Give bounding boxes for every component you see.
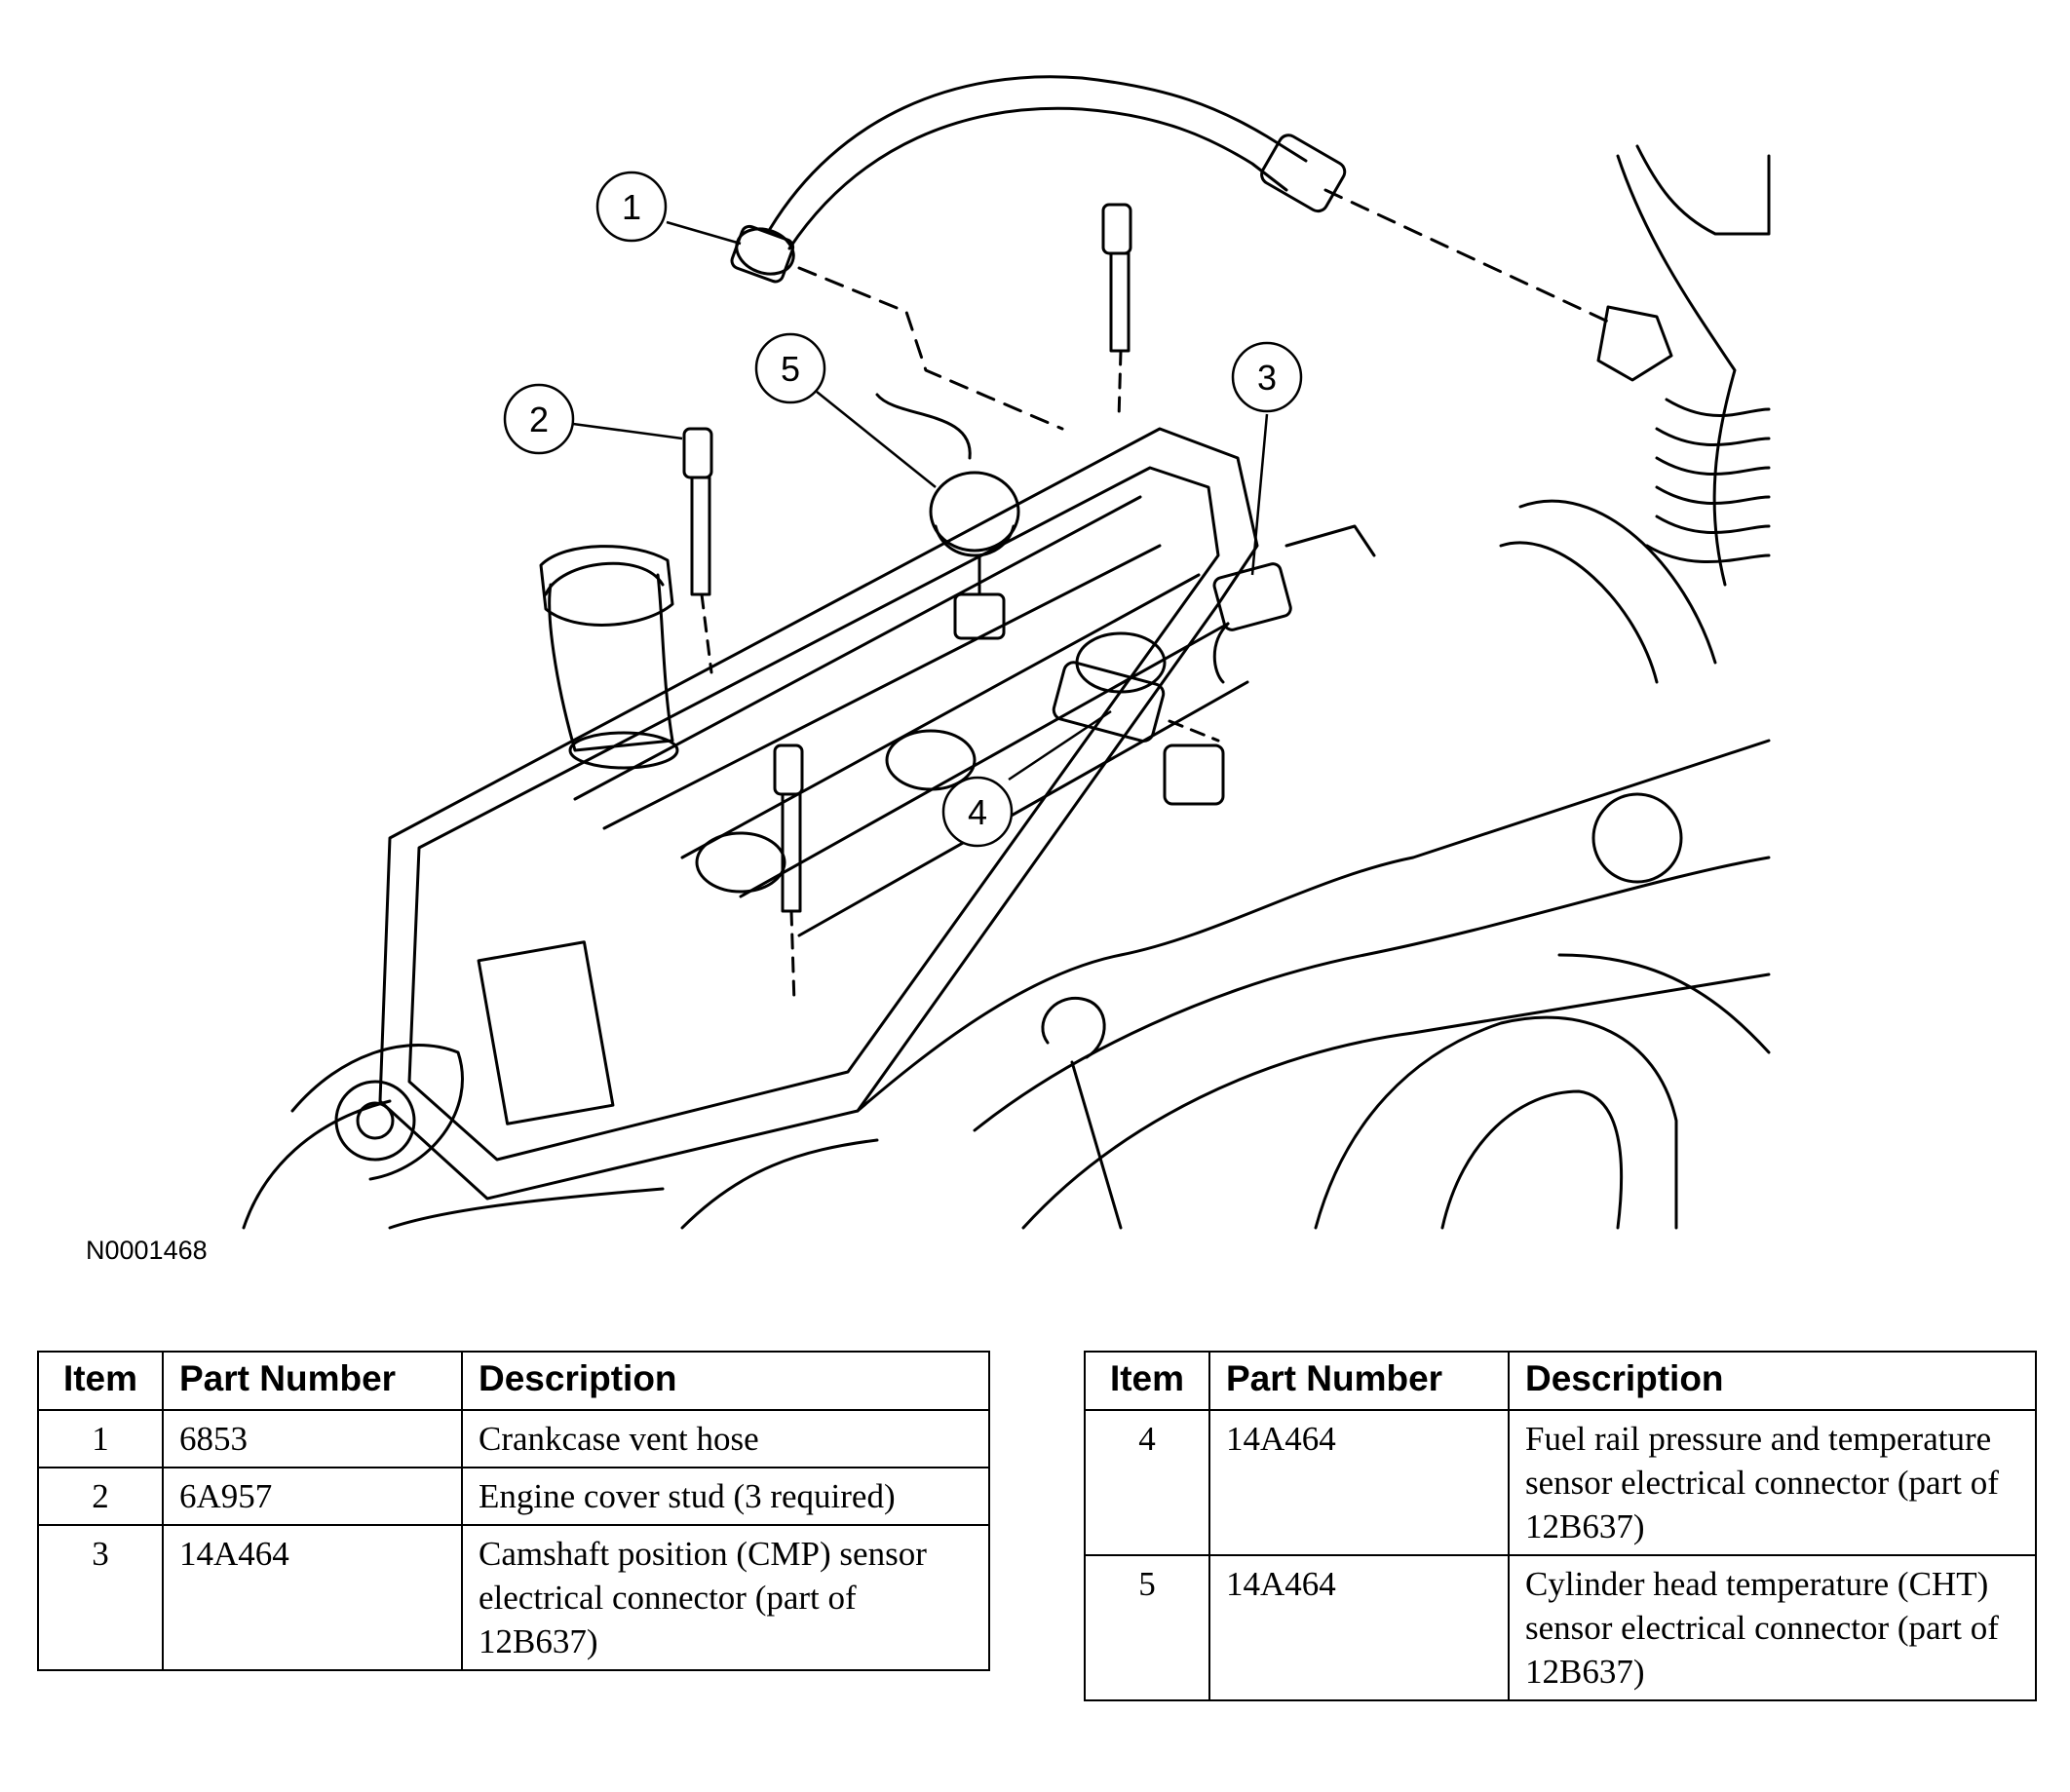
- cell-part-number: 14A464: [1208, 1409, 1510, 1556]
- cell-item: 5: [1084, 1554, 1210, 1701]
- figure-id: N0001468: [86, 1236, 208, 1265]
- header-part-number: Part Number: [1208, 1351, 1510, 1411]
- cell-description: Cylinder head temperature (CHT) sensor e…: [1508, 1554, 2037, 1701]
- cell-part-number: 14A464: [1208, 1554, 1510, 1701]
- cell-item: 1: [37, 1409, 164, 1468]
- cell-item: 3: [37, 1524, 164, 1671]
- crankcase-vent-hose-drawing: [730, 75, 1673, 431]
- parts-table-right: Item Part Number Description 4 14A464 Fu…: [1084, 1351, 2037, 1701]
- cell-part-number: 6A957: [162, 1467, 463, 1526]
- table-row: 1 6853 Crankcase vent hose: [37, 1409, 990, 1468]
- header-item: Item: [1084, 1351, 1210, 1411]
- engine-cover-studs-drawing: [682, 203, 1132, 1006]
- callout-5-label: 5: [781, 349, 800, 389]
- cell-description: Engine cover stud (3 required): [461, 1467, 990, 1526]
- header-description: Description: [1508, 1351, 2037, 1411]
- engine-block-drawing: [242, 997, 1123, 1230]
- table-row: 2 6A957 Engine cover stud (3 required): [37, 1467, 990, 1526]
- oil-filler-cap-drawing: [539, 545, 679, 770]
- cell-part-number: 6853: [162, 1409, 463, 1468]
- header-description: Description: [461, 1351, 990, 1411]
- callout-3-label: 3: [1257, 358, 1277, 398]
- cmp-connector-drawing: [1212, 524, 1376, 684]
- cht-sensor-connector-drawing: [875, 393, 1020, 640]
- table-header-row: Item Part Number Description: [1084, 1351, 2037, 1411]
- callout-2-label: 2: [529, 400, 549, 439]
- valve-cover-drawing: [378, 427, 1259, 1201]
- table-row: 3 14A464 Camshaft position (CMP) sensor …: [37, 1524, 990, 1671]
- air-intake-tube-drawing: [1616, 144, 1771, 587]
- table-header-row: Item Part Number Description: [37, 1351, 990, 1411]
- engine-illustration: 1 2 3 4 5: [242, 75, 1771, 1230]
- cell-description: Fuel rail pressure and temperature senso…: [1508, 1409, 2037, 1556]
- callout-4: 4: [941, 776, 1014, 848]
- header-item: Item: [37, 1351, 164, 1411]
- callout-leaders: [572, 220, 1269, 782]
- callout-1-label: 1: [622, 187, 641, 227]
- header-part-number: Part Number: [162, 1351, 463, 1411]
- cell-item: 2: [37, 1467, 164, 1526]
- frpt-connector-drawing: [1052, 661, 1225, 806]
- callout-3: 3: [1231, 341, 1303, 413]
- intake-manifold-drawing: [856, 499, 1771, 1230]
- callout-5: 5: [754, 332, 826, 404]
- cell-part-number: 14A464: [162, 1524, 463, 1671]
- callout-2: 2: [503, 383, 575, 455]
- parts-table-left: Item Part Number Description 1 6853 Cran…: [37, 1351, 990, 1671]
- table-row: 4 14A464 Fuel rail pressure and temperat…: [1084, 1409, 2037, 1556]
- cell-description: Camshaft position (CMP) sensor electrica…: [461, 1524, 990, 1671]
- table-row: 5 14A464 Cylinder head temperature (CHT)…: [1084, 1554, 2037, 1701]
- callout-4-label: 4: [968, 792, 987, 832]
- callout-1: 1: [595, 171, 668, 243]
- cell-description: Crankcase vent hose: [461, 1409, 990, 1468]
- cell-item: 4: [1084, 1409, 1210, 1556]
